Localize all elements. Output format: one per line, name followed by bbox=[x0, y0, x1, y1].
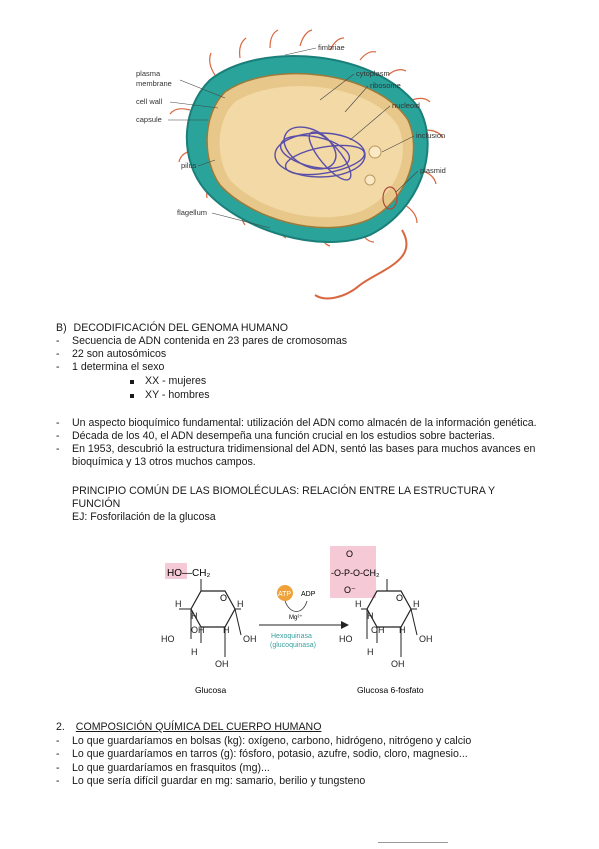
glucose-phosphorylation-diagram: HO—CH₂ O H H H OH OH HO H H OH ATP ADP M… bbox=[161, 546, 433, 695]
phosphate-o-top: O bbox=[346, 549, 353, 559]
section-2-heading-row: 2. COMPOSICIÓN QUÍMICA DEL CUERPO HUMANO bbox=[56, 721, 321, 734]
next-page-image-fragment bbox=[378, 842, 448, 849]
label-inclusion: inclusion bbox=[416, 131, 445, 140]
atom-h: H bbox=[191, 611, 198, 621]
atom-oh: OH bbox=[419, 634, 433, 644]
section-2-number: 2. bbox=[56, 721, 65, 733]
atom-h: H bbox=[355, 599, 362, 609]
principle-line-1: PRINCIPIO COMÚN DE LAS BIOMOLÉCULAS: REL… bbox=[72, 485, 496, 497]
g6p-ring-oxygen: O bbox=[396, 593, 403, 603]
g6p-caption: Glucosa 6-fosfato bbox=[357, 685, 424, 695]
atom-h: H bbox=[191, 647, 198, 657]
flagellum-shape bbox=[314, 229, 408, 300]
atom-oh: OH bbox=[371, 625, 385, 635]
glucose-ring-oxygen: O bbox=[220, 593, 227, 603]
atom-h: H bbox=[367, 611, 374, 621]
principle-line-2: FUNCIÓN bbox=[72, 498, 121, 510]
enzyme-label-2: (glucoquinasa) bbox=[270, 642, 316, 649]
label-cell-wall: cell wall bbox=[136, 97, 163, 106]
label-capsule: capsule bbox=[136, 115, 162, 124]
label-plasma: plasma bbox=[136, 69, 161, 78]
inclusion-shape-2 bbox=[364, 174, 376, 186]
cytoplasm-shape bbox=[219, 86, 403, 218]
plasmid-shape bbox=[382, 186, 398, 210]
label-nucleoid: nucleoid bbox=[392, 101, 420, 110]
list-item-text: En 1953, descubrió la estructura tridime… bbox=[72, 443, 536, 455]
atp-circle bbox=[277, 585, 293, 601]
list-item-text: 22 son autosómicos bbox=[72, 348, 167, 360]
section-2-heading: COMPOSICIÓN QUÍMICA DEL CUERPO HUMANO bbox=[75, 721, 322, 733]
section-b-heading: DECODIFICACIÓN DEL GENOMA HUMANO bbox=[73, 322, 288, 334]
list-item-text: Secuencia de ADN contenida en 23 pares d… bbox=[72, 335, 348, 347]
glucose-ho-ch2: HO—CH₂ bbox=[167, 568, 210, 579]
inclusion-shape bbox=[368, 145, 382, 159]
hydroxyl-highlight bbox=[165, 563, 187, 579]
bullet-square bbox=[130, 380, 134, 384]
list-item-text: bioquímica y 13 otros muchos campos. bbox=[72, 456, 256, 468]
list-item-text: Lo que guardaríamos en tarros (g): fósfo… bbox=[72, 748, 468, 760]
atom-oh: OH bbox=[191, 625, 205, 635]
atom-h: H bbox=[367, 647, 374, 657]
list-item-text: Lo que guardaríamos en bolsas (kg): oxíg… bbox=[72, 735, 472, 747]
atom-ho: HO bbox=[339, 634, 353, 644]
example-line: EJ: Fosforilación de la glucosa bbox=[72, 511, 216, 523]
phosphate-highlight bbox=[330, 546, 376, 598]
label-fimbriae: fimbriae bbox=[318, 43, 345, 52]
adp-label: ADP bbox=[301, 591, 316, 598]
atom-h: H bbox=[223, 625, 230, 635]
list-item-text: Un aspecto bioquímico fundamental: utili… bbox=[72, 417, 537, 429]
phosphate-chain: -O-P-O-CH₂ bbox=[331, 568, 380, 578]
glucose-caption: Glucosa bbox=[195, 685, 226, 695]
bullet-square bbox=[130, 394, 134, 398]
atom-h: H bbox=[399, 625, 406, 635]
section-b-prefix: B) bbox=[56, 322, 67, 334]
atom-h: H bbox=[175, 599, 182, 609]
label-flagellum: flagellum bbox=[177, 208, 207, 217]
list-item-text: Lo que sería difícil guardar en mg: sama… bbox=[72, 775, 366, 787]
phosphate-o-bottom: O⁻ bbox=[344, 585, 356, 595]
mg-label: Mg²⁺ bbox=[289, 614, 303, 621]
enzyme-label: Hexoquinasa bbox=[271, 633, 312, 640]
atom-h: H bbox=[237, 599, 244, 609]
glucose-ring bbox=[190, 590, 236, 628]
sub-list-item-text: XY - hombres bbox=[145, 389, 210, 401]
atp-label: ATP bbox=[278, 591, 291, 598]
label-ribosome: ribosome bbox=[370, 81, 401, 90]
atom-h: H bbox=[413, 599, 420, 609]
atom-ho: HO bbox=[161, 634, 175, 644]
label-cytoplasm: cytoplasm bbox=[356, 69, 390, 78]
list-item-text: 1 determina el sexo bbox=[72, 361, 165, 373]
bacterium-illustration: fimbriae plasma membrane cell wall capsu… bbox=[136, 29, 446, 300]
label-plasmid: plasmid bbox=[420, 166, 446, 175]
nucleoid-shape bbox=[274, 126, 366, 181]
atom-oh: OH bbox=[391, 659, 405, 669]
sub-list-item-text: XX - mujeres bbox=[145, 375, 207, 387]
atom-oh: OH bbox=[243, 634, 257, 644]
label-membrane: membrane bbox=[136, 79, 172, 88]
atom-oh: OH bbox=[215, 659, 229, 669]
g6p-ring bbox=[366, 590, 412, 628]
list-item-text: Década de los 40, el ADN desempeña una f… bbox=[72, 430, 495, 442]
list-item-text: Lo que guardaríamos en frasquitos (mg)..… bbox=[72, 762, 270, 774]
label-pilus: pilus bbox=[181, 161, 197, 170]
section-b-heading-row: B) DECODIFICACIÓN DEL GENOMA HUMANO bbox=[56, 322, 288, 335]
